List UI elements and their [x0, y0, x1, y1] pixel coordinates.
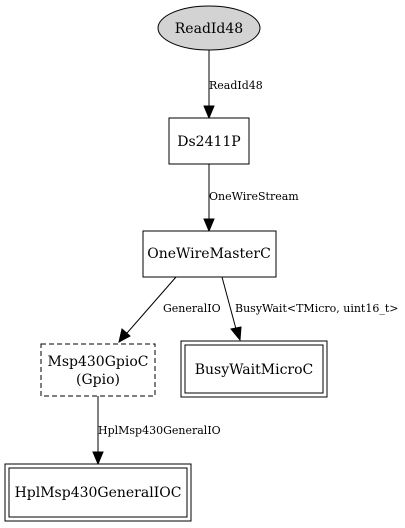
edge-generalio-arrowhead — [118, 328, 131, 343]
node-readid48[interactable]: ReadId48 — [157, 5, 261, 51]
node-onewiremasterc-label: OneWireMasterC — [147, 246, 271, 262]
node-msp430gpioc-shape — [40, 343, 156, 397]
node-hplmsp430generalioc-inner — [8, 467, 188, 518]
edge-readid48-arrowhead — [203, 105, 215, 120]
node-ds2411p-label: Ds2411P — [177, 134, 240, 150]
edge-readid48-label: ReadId48 — [209, 79, 263, 92]
edge-busywait-line — [221, 276, 237, 330]
node-hplmsp430generalioc[interactable]: HplMsp430GeneralIOC — [4, 463, 192, 522]
edge-ds2411p-label: OneWireStream — [209, 190, 299, 203]
node-busywaitmicroc[interactable]: BusyWaitMicroC — [180, 340, 328, 398]
edge-hpl-arrowhead — [92, 451, 104, 466]
node-msp430gpioc-label: Msp430GpioC — [48, 354, 149, 370]
node-ds2411p-shape — [168, 117, 250, 165]
node-hplmsp430generalioc-outer — [4, 463, 192, 522]
edge-busywait-arrowhead — [230, 326, 242, 342]
edge-generalio-label: GeneralIO — [163, 302, 221, 315]
edge-hpl-label: HplMsp430GeneralIO — [98, 424, 221, 437]
node-busywaitmicroc-inner — [184, 344, 324, 394]
node-msp430gpioc[interactable]: Msp430GpioC (Gpio) — [40, 343, 156, 397]
node-msp430gpioc-sublabel: (Gpio) — [76, 372, 120, 388]
node-hplmsp430generalioc-label: HplMsp430GeneralIOC — [15, 485, 182, 501]
node-onewiremasterc-shape — [142, 230, 277, 278]
node-busywaitmicroc-label: BusyWaitMicroC — [195, 362, 314, 378]
edge-msp430gpioc-to-hplmsp430generalioc: HplMsp430GeneralIO — [92, 396, 221, 466]
edge-ds2411p-arrowhead — [203, 218, 215, 233]
edge-onewiremasterc-to-msp430gpioc: GeneralIO — [118, 276, 221, 343]
edge-readid48-to-ds2411p: ReadId48 — [203, 50, 263, 120]
edge-generalio-line — [126, 276, 177, 334]
node-ds2411p[interactable]: Ds2411P — [168, 117, 250, 165]
edge-busywait-label: BusyWait<TMicro, uint16_t> — [235, 302, 399, 315]
edge-onewiremasterc-to-busywaitmicroc: BusyWait<TMicro, uint16_t> — [221, 276, 399, 342]
node-onewiremasterc[interactable]: OneWireMasterC — [142, 230, 277, 278]
node-readid48-label: ReadId48 — [175, 21, 243, 37]
node-busywaitmicroc-outer — [180, 340, 328, 398]
edge-ds2411p-to-onewiremasterc: OneWireStream — [203, 164, 299, 233]
